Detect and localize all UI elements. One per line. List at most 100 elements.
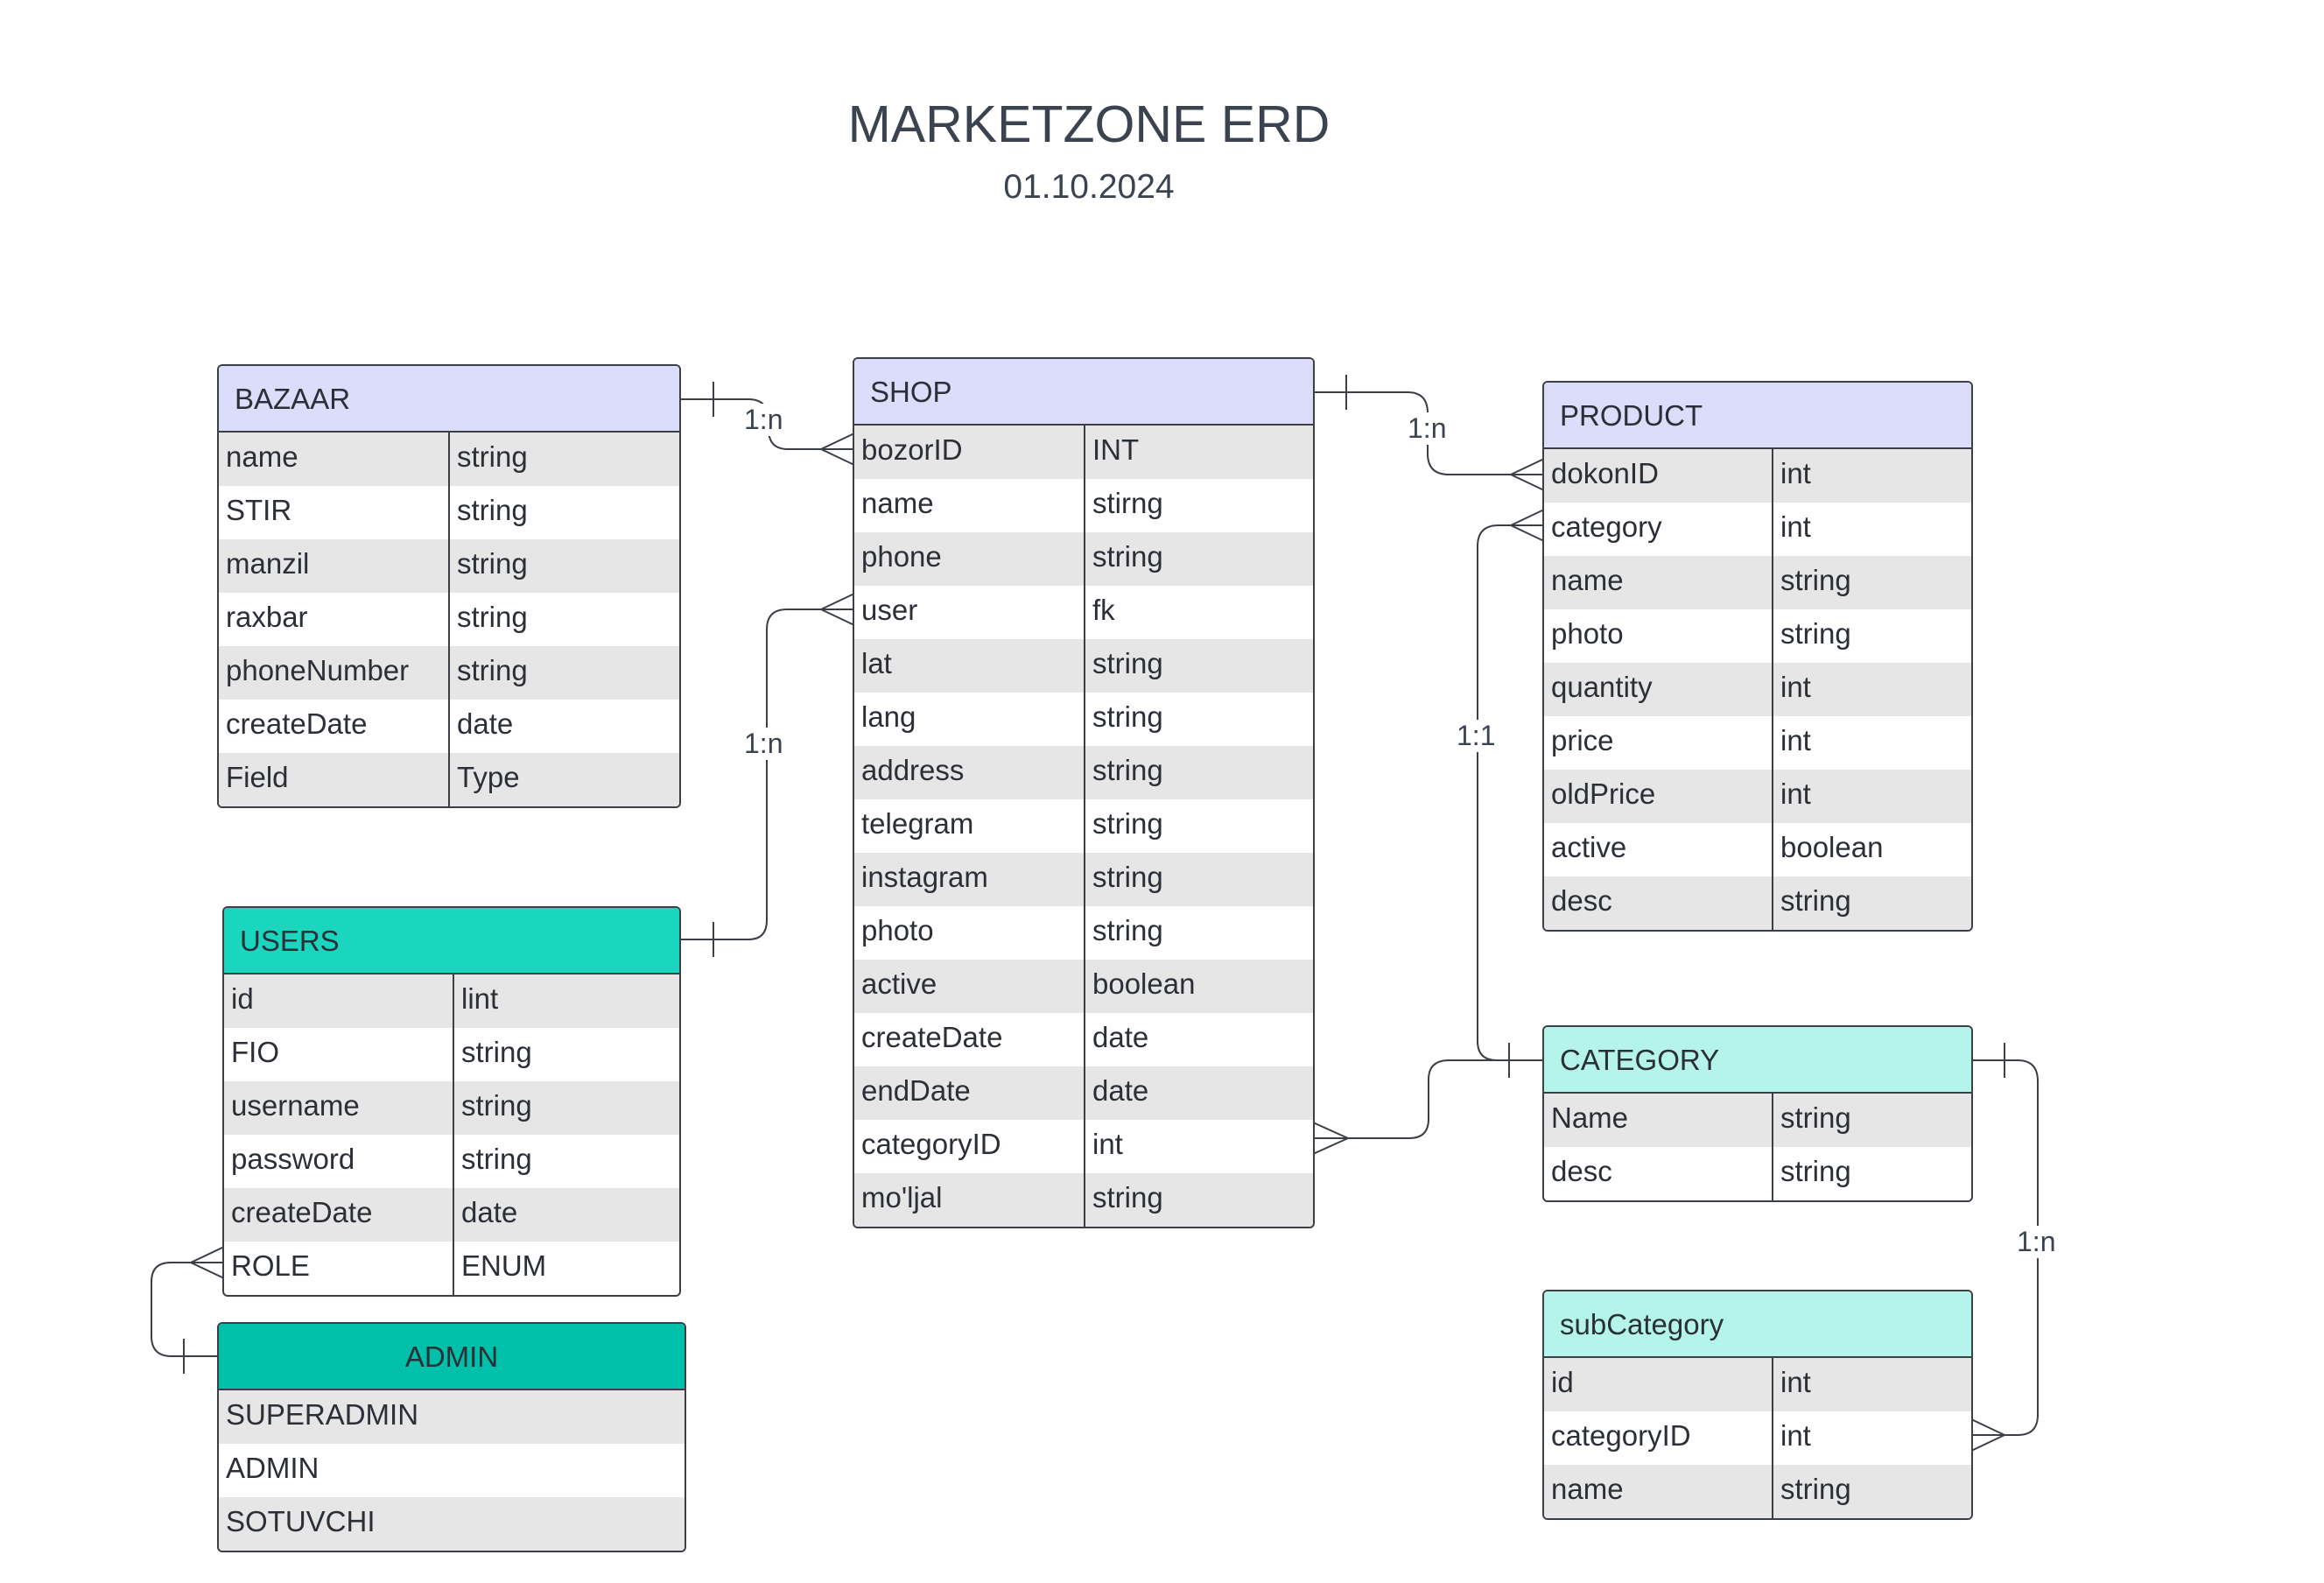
field-name: endDate — [854, 1066, 1085, 1120]
crowsfoot-product-dokonid — [1508, 458, 1545, 491]
field-type: string — [461, 1089, 532, 1122]
field-name: createDate — [854, 1013, 1085, 1066]
field-name: phone — [854, 532, 1085, 586]
rel-label-category-subcategory: 1:n — [2015, 1226, 2058, 1258]
field-name: instagram — [854, 853, 1085, 906]
field-type: string — [1780, 1155, 1851, 1187]
field-type: Type — [457, 761, 520, 793]
rel-label-users-shop: 1:n — [742, 728, 785, 760]
field-name: category — [1544, 503, 1773, 556]
entity-header: subCategory — [1544, 1291, 1971, 1358]
field-type: string — [457, 494, 528, 526]
field-type: string — [1092, 754, 1163, 786]
field-name: FIO — [224, 1028, 454, 1081]
field-type: string — [1092, 540, 1163, 573]
field-type: stirng — [1092, 487, 1163, 519]
field-name: ROLE — [224, 1242, 454, 1295]
rel-label-shop-product: 1:n — [1406, 412, 1449, 445]
line-users-shop — [681, 609, 854, 940]
field-name: name — [1544, 556, 1773, 609]
field-type: int — [1780, 777, 1811, 810]
field-type: string — [457, 654, 528, 686]
field-name: name — [1544, 1465, 1773, 1518]
field-type: int — [1780, 724, 1811, 756]
field-name: dokonID — [1544, 449, 1773, 503]
field-name: name — [219, 433, 450, 486]
field-type: int — [1780, 510, 1811, 543]
field-name: createDate — [219, 700, 450, 753]
field-name: photo — [854, 906, 1085, 960]
field-type: lint — [461, 982, 499, 1015]
field-name: lat — [854, 639, 1085, 693]
field-name: lang — [854, 693, 1085, 746]
field-type: string — [1780, 1473, 1851, 1505]
field-name: STIR — [219, 486, 450, 539]
field-name: manzil — [219, 539, 450, 593]
field-name: desc — [1544, 1147, 1773, 1200]
crowsfoot-product-category — [1508, 509, 1545, 542]
field-type: date — [457, 707, 514, 740]
field-type: int — [1780, 671, 1811, 703]
field-name: quantity — [1544, 663, 1773, 716]
enum-value: SOTUVCHI — [219, 1497, 685, 1551]
diagram-title: MARKETZONE ERD — [847, 95, 1331, 153]
field-name: id — [224, 974, 454, 1028]
field-name: active — [854, 960, 1085, 1013]
field-type: string — [457, 440, 528, 473]
entity-header: CATEGORY — [1544, 1027, 1971, 1094]
field-type: boolean — [1092, 967, 1196, 1000]
field-type: string — [1780, 1101, 1851, 1134]
entity-header: USERS — [224, 908, 679, 974]
field-name: raxbar — [219, 593, 450, 646]
field-name: price — [1544, 716, 1773, 770]
line-role-admin — [151, 1262, 224, 1357]
field-type: string — [1780, 564, 1851, 596]
field-name: username — [224, 1081, 454, 1135]
field-type: int — [1780, 1419, 1811, 1452]
crowsfoot-shop-bozorid — [818, 433, 855, 466]
field-name: Name — [1544, 1094, 1773, 1147]
entity-header: ADMIN — [219, 1324, 685, 1390]
field-type: string — [461, 1036, 532, 1068]
field-name: categoryID — [854, 1120, 1085, 1173]
field-name: createDate — [224, 1188, 454, 1242]
crowsfoot-shop-categoryid — [1312, 1122, 1351, 1155]
field-type: string — [1092, 807, 1163, 840]
entity-header: SHOP — [854, 359, 1313, 426]
field-type: date — [461, 1196, 518, 1228]
field-type: string — [1092, 647, 1163, 679]
field-name: categoryID — [1544, 1411, 1773, 1465]
field-name: mo'ljal — [854, 1173, 1085, 1227]
field-name: active — [1544, 823, 1773, 876]
entity-header: PRODUCT — [1544, 383, 1971, 449]
field-type: string — [461, 1143, 532, 1175]
